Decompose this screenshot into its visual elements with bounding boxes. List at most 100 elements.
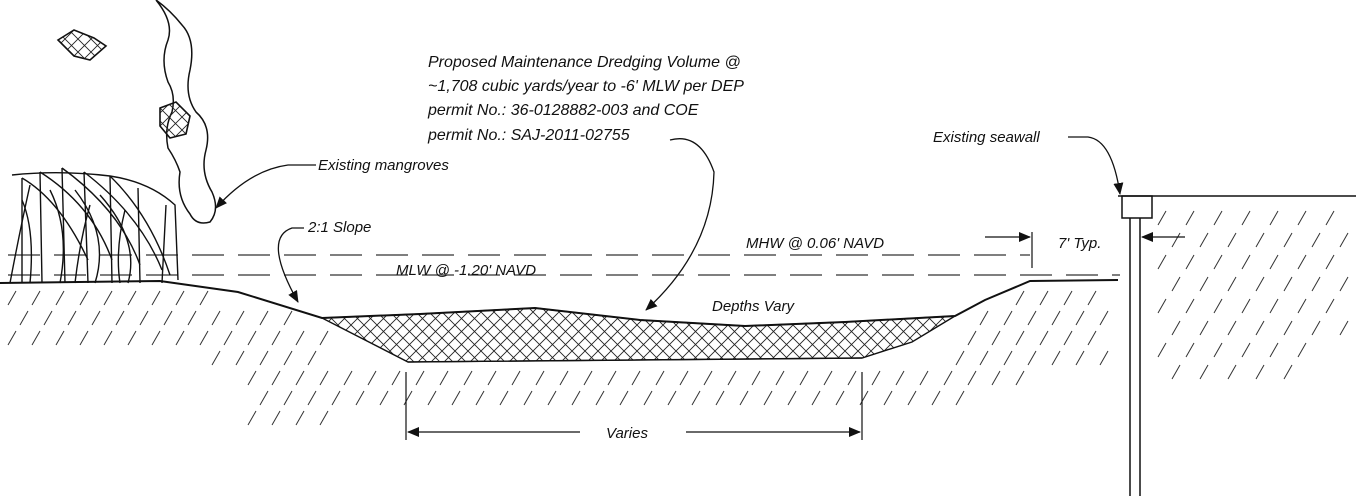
ground-hatch-mark bbox=[283, 390, 293, 406]
ground-hatch-mark bbox=[811, 390, 821, 406]
ground-hatch-mark bbox=[667, 390, 677, 406]
ground-hatch-mark bbox=[7, 290, 17, 306]
ground-hatch-mark bbox=[1241, 298, 1251, 314]
ground-hatch-mark bbox=[31, 330, 41, 346]
ground-hatch-mark bbox=[331, 390, 341, 406]
ground-hatch-mark bbox=[1227, 232, 1237, 248]
ground-hatch-mark bbox=[247, 410, 257, 426]
ground-hatch-mark bbox=[1185, 254, 1195, 270]
ground-hatch-mark bbox=[1003, 310, 1013, 326]
ground-hatch-mark bbox=[103, 330, 113, 346]
ground-hatch-mark bbox=[163, 310, 173, 326]
ground-hatch-mark bbox=[895, 370, 905, 386]
ground-hatch-mark bbox=[307, 390, 317, 406]
ground-hatch-mark bbox=[211, 350, 221, 366]
ground-hatch-mark bbox=[559, 370, 569, 386]
existing-ground-hatch bbox=[7, 210, 1349, 426]
dredge-note-leader bbox=[645, 138, 715, 311]
ground-hatch-mark bbox=[967, 370, 977, 386]
ground-hatch-mark bbox=[1099, 310, 1109, 326]
ground-hatch-mark bbox=[1227, 320, 1237, 336]
ground-hatch-mark bbox=[7, 330, 17, 346]
ground-hatch-mark bbox=[799, 370, 809, 386]
ground-hatch-mark bbox=[427, 390, 437, 406]
depths-vary-label: Depths Vary bbox=[712, 298, 795, 315]
ground-hatch-mark bbox=[319, 370, 329, 386]
ground-hatch-mark bbox=[151, 290, 161, 306]
ground-hatch-mark bbox=[1171, 320, 1181, 336]
ground-hatch-mark bbox=[1297, 298, 1307, 314]
ground-hatch-mark bbox=[859, 390, 869, 406]
seawall-leader bbox=[1068, 136, 1124, 195]
ground-hatch-mark bbox=[475, 390, 485, 406]
ground-hatch-mark bbox=[583, 370, 593, 386]
ground-hatch-mark bbox=[127, 330, 137, 346]
ground-hatch-mark bbox=[1283, 276, 1293, 292]
ground-hatch-mark bbox=[1241, 342, 1251, 358]
dredge-note-line-4: permit No.: SAJ-2011-02755 bbox=[427, 127, 630, 144]
dredge-prism bbox=[319, 307, 956, 363]
ground-hatch-mark bbox=[187, 310, 197, 326]
ground-hatch-mark bbox=[1241, 254, 1251, 270]
ground-hatch-mark bbox=[691, 390, 701, 406]
ground-hatch-mark bbox=[1039, 290, 1049, 306]
ground-hatch-mark bbox=[19, 310, 29, 326]
ground-hatch-mark bbox=[1087, 290, 1097, 306]
ground-hatch-mark bbox=[1171, 232, 1181, 248]
ground-hatch-mark bbox=[1283, 320, 1293, 336]
design-bottom-line bbox=[407, 357, 863, 363]
ground-hatch-mark bbox=[1003, 350, 1013, 366]
ground-hatch-mark bbox=[1241, 210, 1251, 226]
ground-hatch-mark bbox=[1325, 254, 1335, 270]
ground-hatch-mark bbox=[835, 390, 845, 406]
ground-hatch-mark bbox=[1213, 254, 1223, 270]
ground-hatch-mark bbox=[259, 310, 269, 326]
ground-hatch-mark bbox=[991, 330, 1001, 346]
ground-hatch-mark bbox=[931, 390, 941, 406]
ground-hatch-mark bbox=[991, 370, 1001, 386]
ground-hatch-mark bbox=[1311, 276, 1321, 292]
mlw-label: MLW @ -1.20' NAVD bbox=[396, 262, 536, 279]
ground-hatch-mark bbox=[1255, 364, 1265, 380]
ground-hatch-mark bbox=[223, 330, 233, 346]
existing-mangroves-label: Existing mangroves bbox=[318, 157, 449, 174]
ground-hatch-mark bbox=[715, 390, 725, 406]
ground-hatch-mark bbox=[907, 390, 917, 406]
ground-hatch-mark bbox=[823, 370, 833, 386]
ground-hatch-mark bbox=[1185, 342, 1195, 358]
dredge-note-line-3: permit No.: 36-0128882-003 and COE bbox=[427, 102, 699, 119]
ground-hatch-mark bbox=[487, 370, 497, 386]
ground-hatch-mark bbox=[79, 290, 89, 306]
ground-hatch-mark bbox=[871, 370, 881, 386]
ground-hatch-mark bbox=[1199, 320, 1209, 336]
ground-hatch-mark bbox=[739, 390, 749, 406]
ground-hatch-mark bbox=[175, 330, 185, 346]
ground-hatch-mark bbox=[259, 390, 269, 406]
ground-hatch-mark bbox=[1269, 298, 1279, 314]
ground-hatch-mark bbox=[1027, 310, 1037, 326]
ground-hatch-mark bbox=[247, 370, 257, 386]
ground-hatch-mark bbox=[1063, 330, 1073, 346]
ground-hatch-mark bbox=[655, 370, 665, 386]
ground-hatch-mark bbox=[511, 370, 521, 386]
ground-hatch-mark bbox=[319, 410, 329, 426]
ground-hatch-mark bbox=[295, 370, 305, 386]
ground-hatch-mark bbox=[1051, 350, 1061, 366]
ground-hatch-mark bbox=[403, 390, 413, 406]
ground-hatch-mark bbox=[1015, 330, 1025, 346]
ground-hatch-mark bbox=[235, 350, 245, 366]
ground-hatch-mark bbox=[1283, 232, 1293, 248]
ground-hatch-mark bbox=[1157, 210, 1167, 226]
ground-hatch-mark bbox=[151, 330, 161, 346]
ground-hatch-mark bbox=[571, 390, 581, 406]
ground-hatch-mark bbox=[607, 370, 617, 386]
ground-hatch-mark bbox=[295, 330, 305, 346]
ground-hatch-mark bbox=[1325, 210, 1335, 226]
ground-hatch-mark bbox=[1171, 276, 1181, 292]
ground-hatch-mark bbox=[415, 370, 425, 386]
ground-hatch-mark bbox=[319, 330, 329, 346]
ground-hatch-mark bbox=[463, 370, 473, 386]
ground-hatch-mark bbox=[43, 310, 53, 326]
existing-ground-line bbox=[0, 279, 1119, 328]
ground-hatch-mark bbox=[1099, 350, 1109, 366]
